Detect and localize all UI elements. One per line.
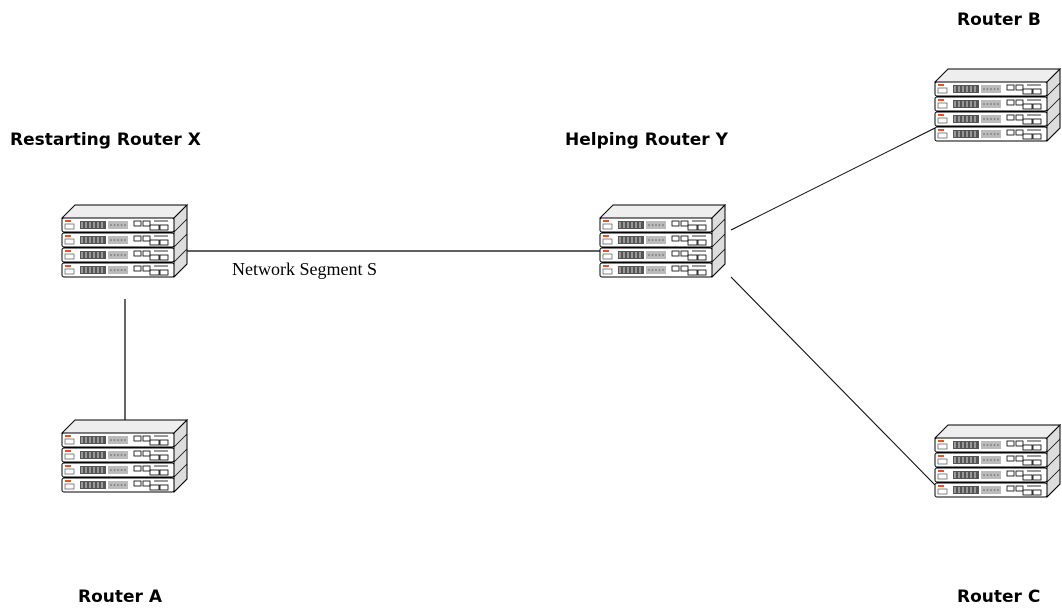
links-layer (124, 127, 936, 486)
router-x-icon (60, 203, 189, 279)
router-b-icon (933, 67, 1062, 143)
router-a-icon (60, 418, 189, 494)
router-c-icon (933, 423, 1062, 499)
router-a-label: Router A (78, 587, 162, 607)
routers-layer (60, 67, 1062, 499)
link-y-b (730, 127, 936, 231)
network-segment-label: Network Segment S (232, 259, 377, 279)
router-y-label: Helping Router Y (565, 130, 728, 150)
link-y-c (730, 276, 936, 486)
router-c-label: Router C (957, 587, 1041, 607)
router-b-label: Router B (957, 10, 1041, 30)
router-x-label: Restarting Router X (10, 130, 201, 150)
router-y-icon (598, 203, 727, 279)
